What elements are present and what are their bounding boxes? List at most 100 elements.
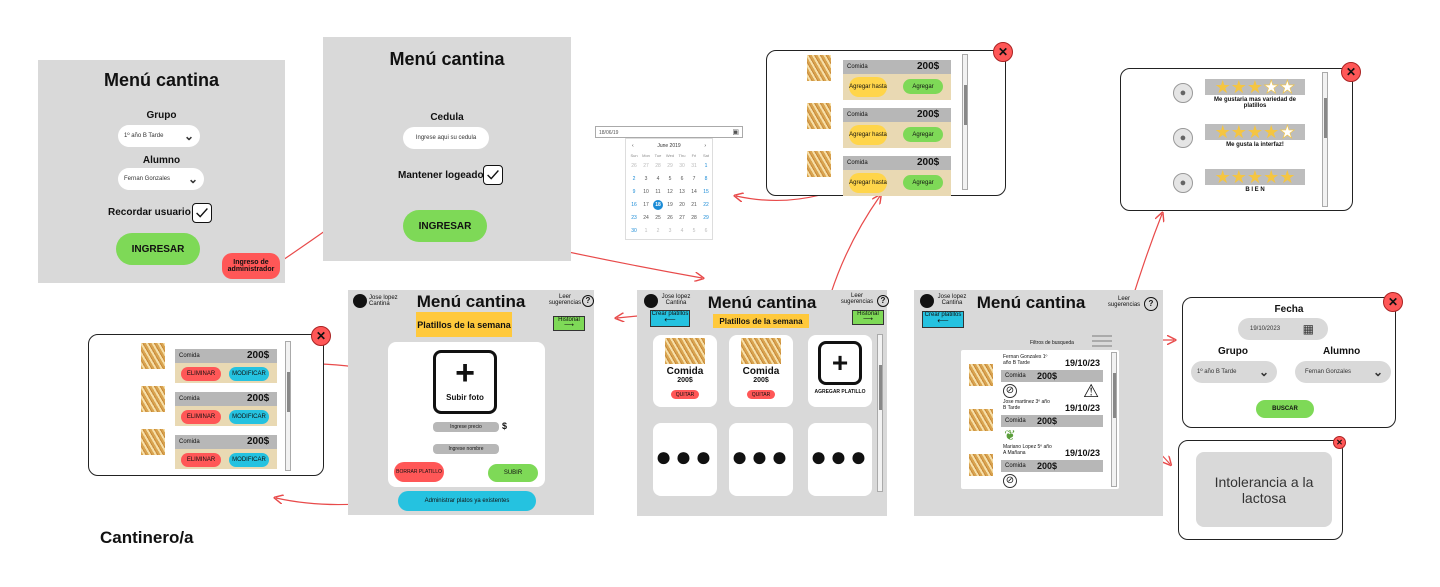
calendar-day[interactable]: 27: [643, 163, 649, 169]
remove-button[interactable]: QUITAR: [747, 390, 775, 399]
warning-icon[interactable]: ⚠: [1083, 381, 1100, 401]
calendar-day[interactable]: 22: [703, 202, 709, 208]
date-input[interactable]: 18/06/19▣: [595, 126, 743, 138]
calendar-day[interactable]: 24: [643, 215, 649, 221]
manage-dishes-button[interactable]: Administrar platos ya existentes: [398, 491, 536, 511]
leer-sugerencias-link[interactable]: Leer sugerencias: [548, 294, 582, 306]
calendar-day[interactable]: 20: [679, 202, 685, 208]
calendar-day[interactable]: 8: [704, 176, 708, 182]
login-button[interactable]: INGRESAR: [403, 210, 487, 242]
delete-button[interactable]: ELIMINAR: [181, 367, 221, 381]
alumno-select[interactable]: Fernan Gonzales⌄: [118, 168, 204, 190]
calendar-day[interactable]: 1: [644, 228, 648, 234]
close-icon[interactable]: ✕: [1383, 292, 1403, 312]
scrollbar[interactable]: [962, 54, 968, 190]
search-button[interactable]: BUSCAR: [1256, 400, 1314, 418]
scrollbar[interactable]: [285, 341, 291, 471]
more-card[interactable]: ●●●: [808, 423, 872, 496]
close-icon[interactable]: ✕: [1333, 436, 1346, 449]
filter-list-icon[interactable]: [1092, 335, 1112, 349]
next-month-icon[interactable]: ›: [704, 143, 706, 149]
close-icon[interactable]: ✕: [311, 326, 331, 346]
add-until-button[interactable]: Agregar hasta: [849, 125, 887, 145]
calendar-day[interactable]: 11: [655, 189, 661, 195]
calendar-day[interactable]: 5: [668, 176, 672, 182]
leer-sugerencias-link[interactable]: Leer sugerencias: [1107, 296, 1141, 308]
remove-button[interactable]: QUITAR: [671, 390, 699, 399]
calendar-day[interactable]: 1: [704, 163, 708, 169]
prev-month-icon[interactable]: ‹: [632, 143, 634, 149]
calendar-day[interactable]: 15: [703, 189, 709, 195]
remember-checkbox[interactable]: [192, 203, 212, 223]
calendar-day[interactable]: 6: [680, 176, 684, 182]
calendar-day[interactable]: 28: [655, 163, 661, 169]
delete-dish-button[interactable]: BORRAR PLATILLO: [394, 462, 444, 482]
name-input[interactable]: Ingrese nombre: [433, 444, 499, 454]
admin-login-button[interactable]: Ingreso de administrador: [222, 253, 280, 279]
add-button[interactable]: Agregar: [903, 79, 943, 94]
calendar-day[interactable]: 17: [643, 202, 649, 208]
calendar-day[interactable]: 3: [644, 176, 648, 182]
help-icon[interactable]: ?: [877, 295, 889, 307]
delete-button[interactable]: ELIMINAR: [181, 453, 221, 467]
calendar-day[interactable]: 31: [691, 163, 697, 169]
delete-button[interactable]: ELIMINAR: [181, 410, 221, 424]
grupo-select[interactable]: 1º año B Tarde⌄: [118, 125, 200, 147]
calendar-day[interactable]: 9: [632, 189, 636, 195]
more-card[interactable]: ●●●: [729, 423, 793, 496]
calendar-day[interactable]: 30: [631, 228, 637, 234]
calendar-day[interactable]: 25: [655, 215, 661, 221]
calendar-day[interactable]: 7: [692, 176, 696, 182]
submit-dish-button[interactable]: SUBIR: [488, 464, 538, 482]
calendar-day[interactable]: 13: [679, 189, 685, 195]
calendar-day[interactable]: 29: [667, 163, 673, 169]
close-icon[interactable]: ✕: [1341, 62, 1361, 82]
calendar-day[interactable]: 23: [631, 215, 637, 221]
help-icon[interactable]: ?: [1144, 297, 1158, 311]
price-input[interactable]: Ingrese precio: [433, 422, 499, 432]
add-until-button[interactable]: Agregar hasta: [849, 77, 887, 97]
calendar-day[interactable]: 5: [692, 228, 696, 234]
historial-button[interactable]: Historial⟶: [553, 316, 585, 331]
calendar-day[interactable]: 2: [632, 176, 636, 182]
add-button[interactable]: Agregar: [903, 175, 943, 190]
add-dish-card[interactable]: + AGREGAR PLATILLO: [808, 335, 872, 407]
calendar-day[interactable]: 4: [656, 176, 660, 182]
calendar-day[interactable]: 16: [631, 202, 637, 208]
calendar-day[interactable]: 2: [656, 228, 660, 234]
calendar-day[interactable]: 26: [631, 163, 637, 169]
more-card[interactable]: ●●●: [653, 423, 717, 496]
create-dishes-button[interactable]: Crear platillos⟵: [650, 310, 690, 327]
scrollbar[interactable]: [877, 334, 883, 492]
calendar-day[interactable]: 10: [643, 189, 649, 195]
calendar-day[interactable]: 30: [679, 163, 685, 169]
calendar-day[interactable]: 4: [680, 228, 684, 234]
calendar-day[interactable]: 29: [703, 215, 709, 221]
grupo-select[interactable]: 1º año B Tarde⌄: [1191, 361, 1277, 383]
help-icon[interactable]: ?: [582, 295, 594, 307]
calendar-day[interactable]: 28: [691, 215, 697, 221]
create-dishes-button[interactable]: Crear platillos⟵: [922, 311, 964, 328]
calendar-day[interactable]: 3: [668, 228, 672, 234]
login-button[interactable]: INGRESAR: [116, 233, 200, 265]
calendar-day[interactable]: 14: [691, 189, 697, 195]
add-until-button[interactable]: Agregar hasta: [849, 173, 887, 193]
historial-button[interactable]: Historial⟶: [852, 310, 884, 325]
scrollbar[interactable]: [1111, 352, 1117, 487]
modify-button[interactable]: MODIFICAR: [229, 410, 269, 424]
calendar-day[interactable]: 12: [667, 189, 673, 195]
modify-button[interactable]: MODIFICAR: [229, 367, 269, 381]
calendar-day[interactable]: 6: [704, 228, 708, 234]
calendar-day[interactable]: 26: [667, 215, 673, 221]
calendar-day[interactable]: 27: [679, 215, 685, 221]
calendar-day[interactable]: 21: [691, 202, 697, 208]
modify-button[interactable]: MODIFICAR: [229, 453, 269, 467]
calendar-day[interactable]: 19: [667, 202, 673, 208]
leer-sugerencias-link[interactable]: Leer sugerencias: [840, 293, 874, 305]
close-icon[interactable]: ✕: [993, 42, 1013, 62]
calendar-day[interactable]: 18: [653, 200, 663, 210]
keep-logged-checkbox[interactable]: [483, 165, 503, 185]
cedula-input[interactable]: Ingrese aqui su cedula: [403, 127, 489, 149]
